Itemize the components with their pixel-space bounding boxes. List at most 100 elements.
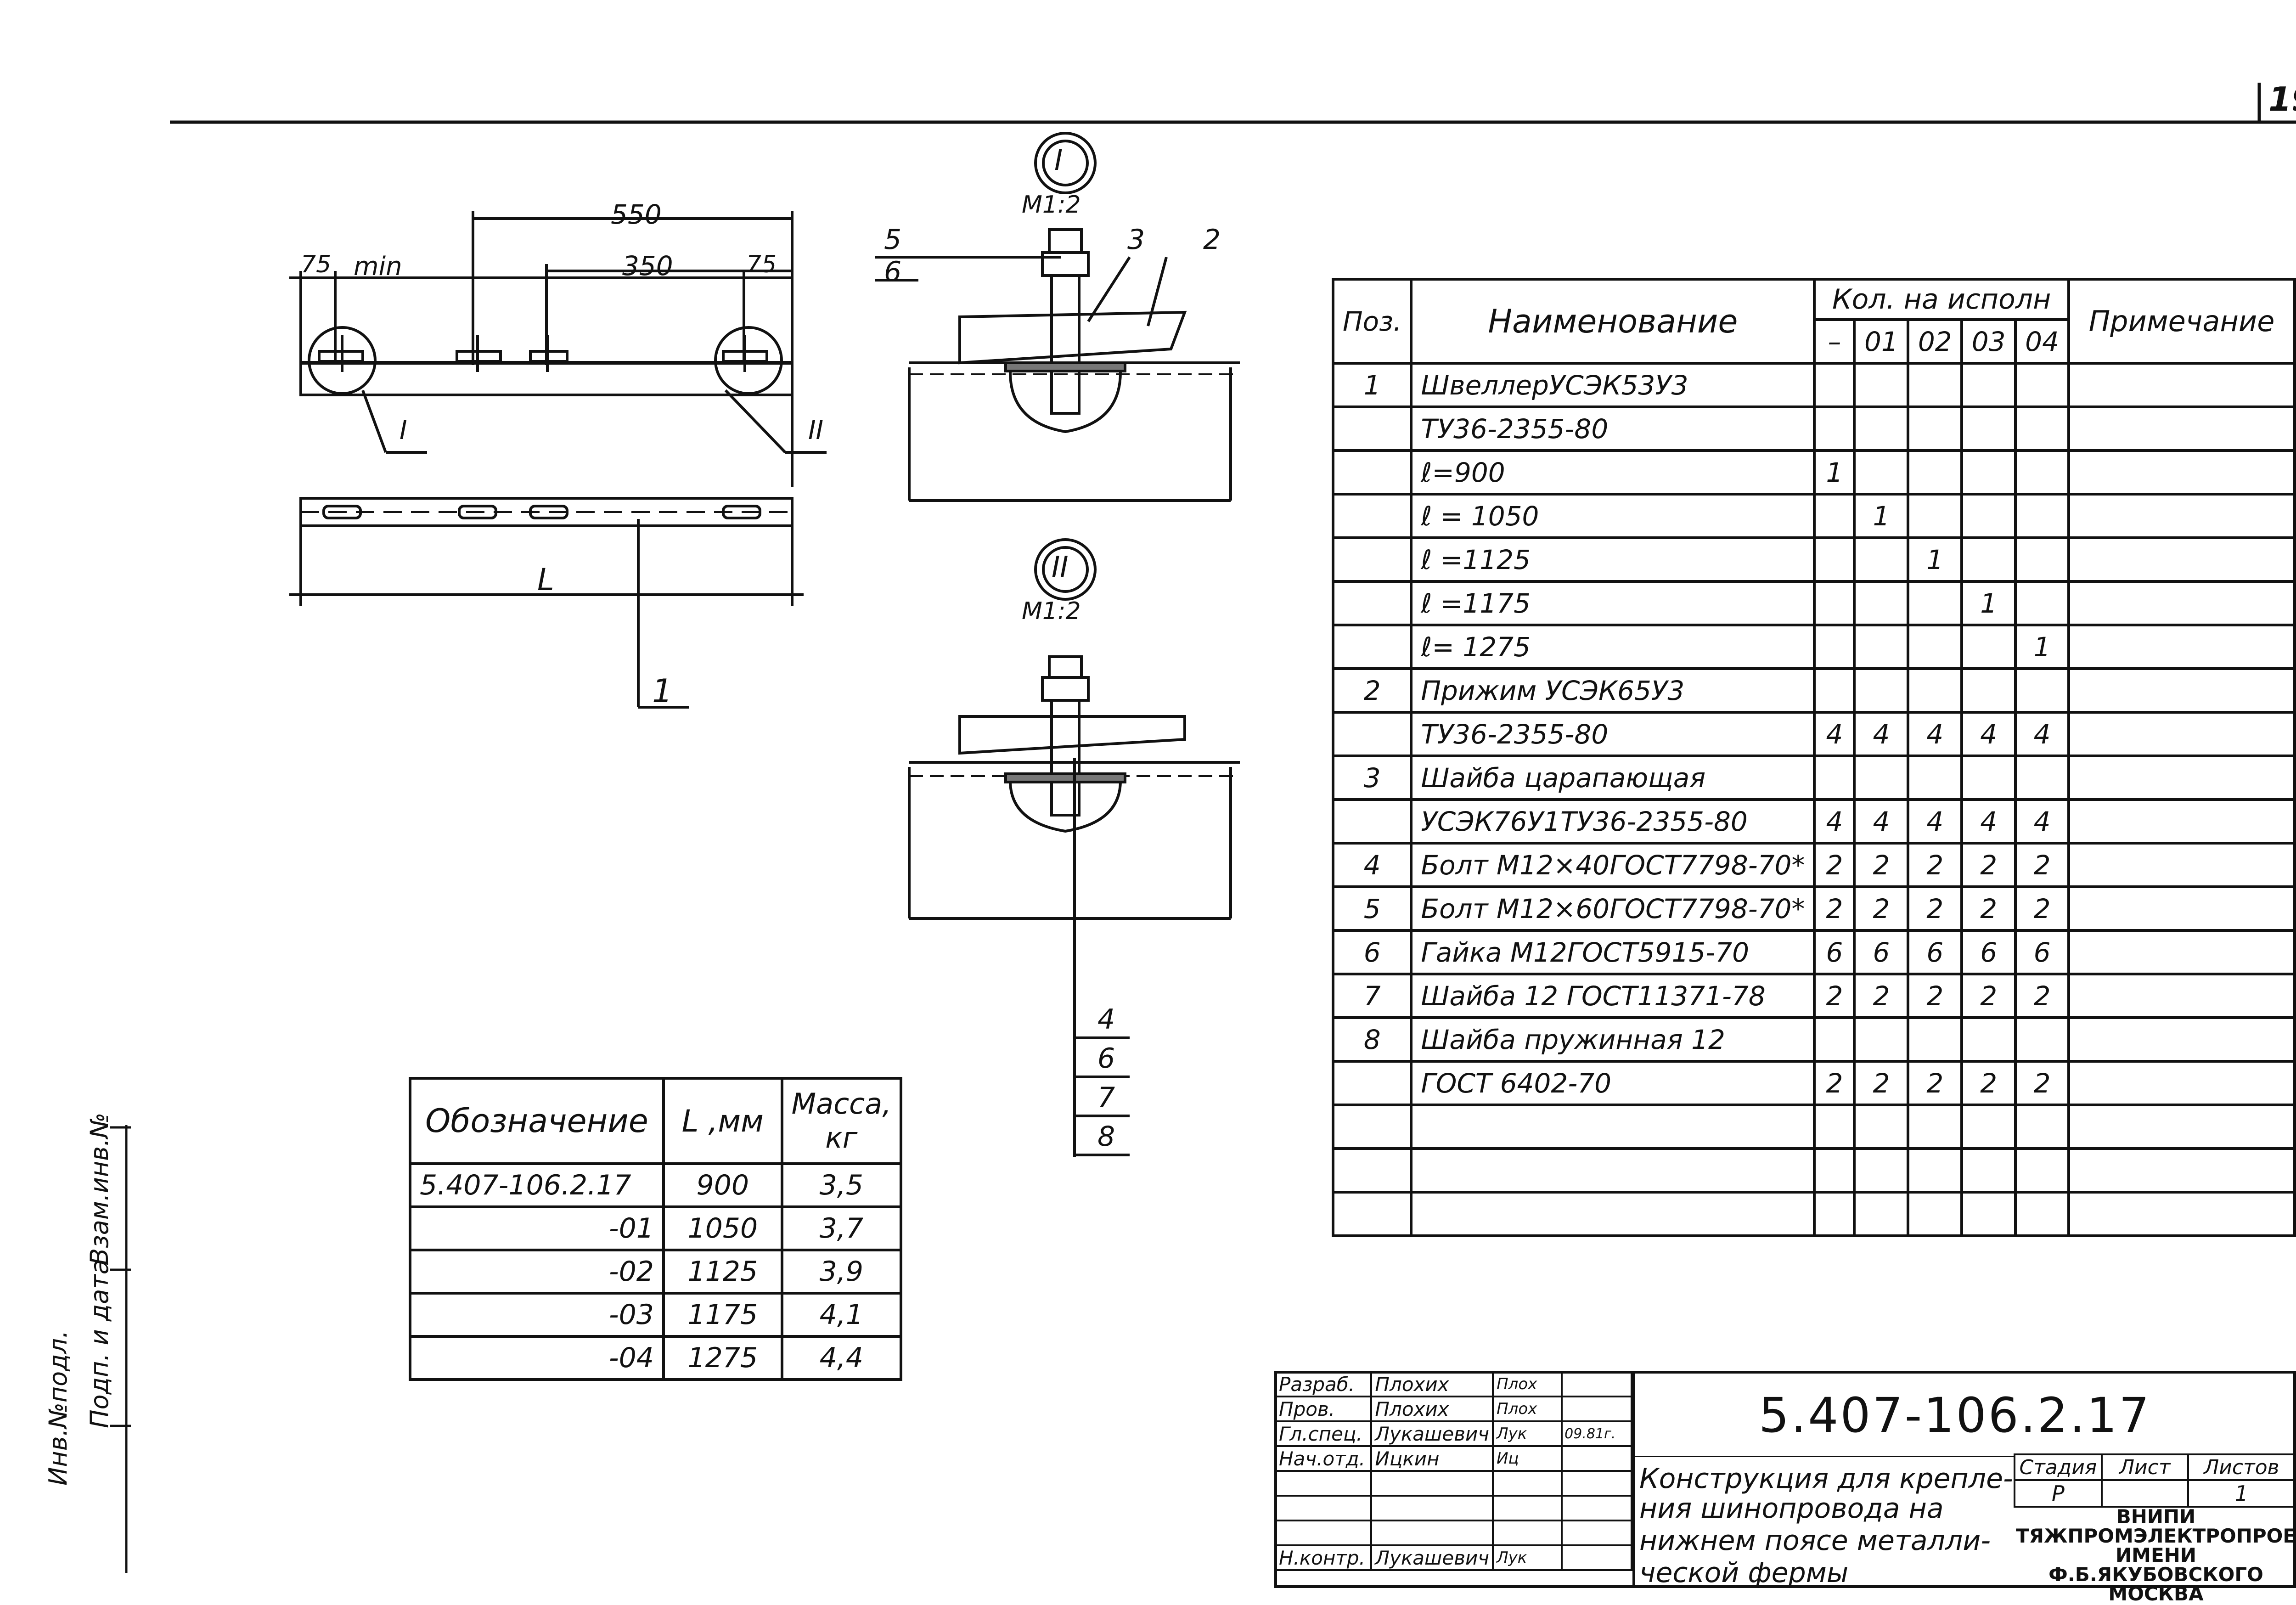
mass-header-designation: Обозначение bbox=[409, 1077, 665, 1165]
spec-variant: 02 bbox=[1907, 318, 1964, 365]
spec-qty: 1 bbox=[2014, 624, 2070, 670]
spec-pos: 1 bbox=[1331, 362, 1413, 408]
spec-pos bbox=[1331, 449, 1413, 496]
role-signature: Лук bbox=[1492, 1420, 1563, 1447]
spec-qty bbox=[2014, 667, 2070, 714]
spec-qty: 2 bbox=[1813, 1060, 1856, 1106]
spec-note bbox=[2067, 1147, 2296, 1194]
spec-qty bbox=[1960, 1191, 2017, 1237]
org-line: ВНИПИ bbox=[2116, 1505, 2196, 1528]
spec-note bbox=[2067, 842, 2296, 888]
spec-name: Гайка М12ГОСТ5915-70 bbox=[1410, 929, 1816, 975]
spec-qty: 4 bbox=[1907, 798, 1964, 845]
side-label-sign-date: Подп. и дата bbox=[85, 1259, 114, 1428]
spec-qty bbox=[1813, 667, 1856, 714]
spec-note bbox=[2067, 624, 2296, 670]
sheet-value bbox=[2100, 1479, 2189, 1508]
spec-qty bbox=[1907, 405, 1964, 452]
spec-pos bbox=[1331, 1060, 1413, 1106]
spec-note bbox=[2067, 405, 2296, 452]
spec-qty bbox=[2014, 405, 2070, 452]
spec-qty: 2 bbox=[1960, 973, 2017, 1019]
spec-qty bbox=[1853, 362, 1910, 408]
mass-length: 1275 bbox=[662, 1335, 783, 1381]
sheet-number: 19 bbox=[2268, 80, 2296, 118]
mass-length: 1175 bbox=[662, 1292, 783, 1338]
spec-qty: 2 bbox=[1813, 973, 1856, 1019]
org-line: МОСКВА bbox=[2108, 1582, 2204, 1605]
organization: ВНИПИ ТЯЖПРОМЭЛЕКТРОПРОЕКТ ИМЕНИ Ф.Б.ЯКУ… bbox=[2016, 1507, 2296, 1604]
spec-header-name: Наименование bbox=[1410, 278, 1816, 365]
detail-I-marker: I bbox=[1054, 143, 1063, 177]
spec-qty: 6 bbox=[1813, 929, 1856, 975]
spec-qty bbox=[1813, 1104, 1856, 1150]
spec-qty: 2 bbox=[1813, 885, 1856, 932]
role-name bbox=[1370, 1470, 1494, 1497]
detail-II-drawing bbox=[908, 538, 1240, 1157]
spec-note bbox=[2067, 1191, 2296, 1237]
spec-qty: 2 bbox=[2014, 842, 2070, 888]
sheets-value: 1 bbox=[2187, 1479, 2296, 1508]
detail-I-scale: М1:2 bbox=[1022, 191, 1081, 219]
spec-pos: 5 bbox=[1331, 885, 1413, 932]
dim-75-left: 75 bbox=[301, 251, 332, 278]
spec-variant: 01 bbox=[1853, 318, 1910, 365]
spec-name: ℓ =1175 bbox=[1410, 580, 1816, 626]
spec-qty bbox=[1907, 580, 1964, 626]
spec-qty bbox=[1960, 1104, 2017, 1150]
spec-qty: 2 bbox=[1907, 1060, 1964, 1106]
spec-header-note: Примечание bbox=[2067, 278, 2296, 365]
stage-table: Стадия Лист Листов Р 1 bbox=[2014, 1453, 2296, 1508]
stage-header: Стадия bbox=[2014, 1453, 2103, 1481]
spec-pos bbox=[1331, 798, 1413, 845]
detail-ref-II: II bbox=[808, 416, 824, 445]
role-date bbox=[1561, 1495, 1632, 1521]
spec-qty bbox=[1907, 493, 1964, 539]
spec-qty bbox=[1853, 624, 1910, 670]
mass-table: Обозначение L ,мм Масса, кг 5.407-106.2.… bbox=[409, 1077, 903, 1381]
spec-note bbox=[2067, 1060, 2296, 1106]
spec-qty: 2 bbox=[2014, 1060, 2070, 1106]
detail-II-scale: М1:2 bbox=[1022, 597, 1081, 625]
spec-name: УСЭК76У1ТУ36-2355-80 bbox=[1410, 798, 1816, 845]
spec-qty bbox=[2014, 1147, 2070, 1194]
spec-pos: 7 bbox=[1331, 973, 1413, 1019]
spec-qty bbox=[1907, 1104, 1964, 1150]
mass-value: 3,9 bbox=[780, 1249, 903, 1295]
role-name: Плохих bbox=[1370, 1371, 1494, 1397]
spec-qty: 2 bbox=[1853, 973, 1910, 1019]
spec-note bbox=[2067, 885, 2296, 932]
role-signature: Плох bbox=[1492, 1396, 1563, 1422]
spec-header-qty: Кол. на исполн bbox=[1813, 278, 2070, 321]
mass-header-mass: Масса, кг bbox=[780, 1077, 903, 1165]
spec-note bbox=[2067, 493, 2296, 539]
spec-qty bbox=[2014, 1016, 2070, 1063]
spec-row bbox=[1331, 1191, 2296, 1237]
spec-qty bbox=[2014, 1104, 2070, 1150]
title-line: ния шинопровода на bbox=[1639, 1492, 1944, 1525]
role-title bbox=[1274, 1470, 1373, 1497]
spec-qty bbox=[1853, 1016, 1910, 1063]
detail-ref-I: I bbox=[400, 416, 407, 445]
spec-qty bbox=[2014, 493, 2070, 539]
role-name: Ицкин bbox=[1370, 1445, 1494, 1472]
role-name bbox=[1370, 1495, 1494, 1521]
role-signature: Плох bbox=[1492, 1371, 1563, 1397]
spec-qty bbox=[1907, 755, 1964, 801]
dim-550: 550 bbox=[611, 199, 662, 230]
spec-name: ℓ= 1275 bbox=[1410, 624, 1816, 670]
spec-pos: 6 bbox=[1331, 929, 1413, 975]
spec-qty bbox=[1907, 362, 1964, 408]
mass-value: 4,1 bbox=[780, 1292, 903, 1338]
spec-qty bbox=[1813, 1191, 1856, 1237]
spec-qty bbox=[1853, 536, 1910, 583]
